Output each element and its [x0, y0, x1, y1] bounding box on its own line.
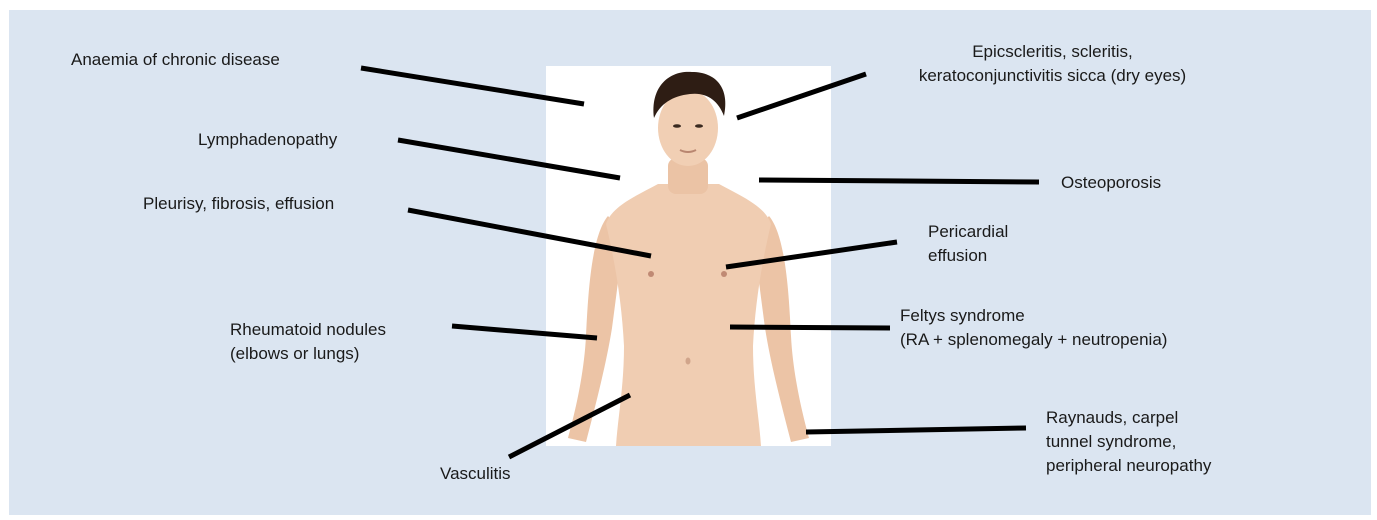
leader-anaemia — [361, 68, 584, 104]
leader-rheum — [452, 326, 597, 338]
label-pericardial-effusion: Pericardial effusion — [928, 220, 1008, 268]
label-osteoporosis: Osteoporosis — [1061, 171, 1161, 195]
leader-raynauds — [806, 428, 1026, 432]
leader-felty — [730, 327, 890, 328]
label-feltys-syndrome: Feltys syndrome (RA + splenomegaly + neu… — [900, 304, 1167, 352]
label-raynauds: Raynauds, carpel tunnel syndrome, periph… — [1046, 406, 1211, 478]
label-rheumatoid-nodules: Rheumatoid nodules (elbows or lungs) — [230, 318, 386, 366]
leader-epi — [737, 74, 866, 118]
leader-pleurisy — [408, 210, 651, 256]
leader-peri — [726, 242, 897, 267]
label-pleurisy: Pleurisy, fibrosis, effusion — [143, 192, 334, 216]
leader-vasculitis — [509, 395, 630, 457]
label-lymphadenopathy: Lymphadenopathy — [198, 128, 337, 152]
leader-osteo — [759, 180, 1039, 182]
label-vasculitis: Vasculitis — [440, 462, 511, 486]
label-anaemia: Anaemia of chronic disease — [71, 48, 280, 72]
leader-lymph — [398, 140, 620, 178]
label-epicscleritis: Epicscleritis, scleritis, keratoconjunct… — [880, 40, 1225, 88]
